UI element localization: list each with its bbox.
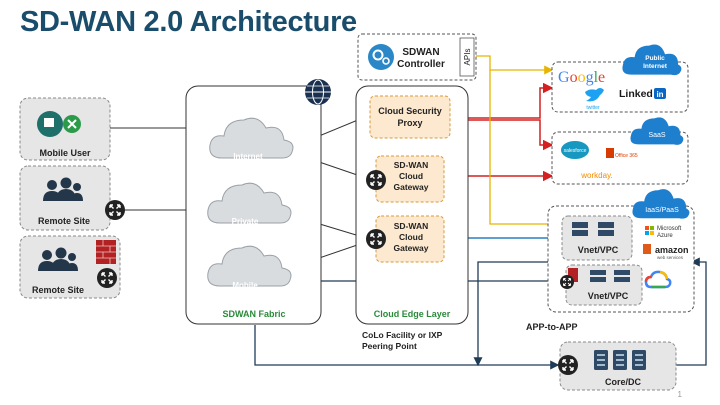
server-icon: [572, 222, 614, 236]
svg-text:Azure: Azure: [657, 233, 673, 239]
link-apis-iaas: [489, 70, 562, 229]
google-cloud-logo: [644, 270, 672, 289]
linkedin-logo: Linked in: [619, 88, 666, 100]
svg-text:amazon: amazon: [655, 245, 689, 255]
controller-label-line2: Controller: [397, 59, 445, 70]
colo-label-line2: Peering Point: [362, 341, 417, 351]
link-app-to-app-left: [473, 257, 562, 367]
svg-text:web services: web services: [657, 255, 684, 260]
firewall-icon: [96, 240, 116, 264]
vnet-2-router-icon: [559, 274, 575, 290]
svg-text:salesforce: salesforce: [564, 148, 587, 154]
twitter-logo: twitter: [585, 88, 604, 111]
core-router-icon: [557, 354, 579, 376]
mobile-user-icon: [37, 111, 81, 137]
internet-label: Internet: [233, 152, 263, 161]
proxy-label-line2: Proxy: [397, 118, 422, 128]
vnet-vpc-2[interactable]: Vnet/VPC: [565, 264, 643, 306]
controller-label-line1: SDWAN: [402, 47, 439, 58]
server-icon: [590, 270, 630, 282]
link-proxy-saas: [450, 119, 554, 151]
svg-text:twitter: twitter: [586, 105, 600, 111]
svg-text:Linked: Linked: [619, 88, 653, 100]
google-logo: Google: [558, 69, 605, 86]
iaas-badge: [632, 189, 690, 219]
cloud-security-proxy[interactable]: Cloud Security Proxy: [369, 95, 451, 139]
app-to-app-label: APP-to-APP: [526, 322, 578, 332]
svg-text:Office 365: Office 365: [615, 153, 638, 159]
page-number: 1: [677, 390, 682, 399]
link-app-to-app-right: [676, 257, 707, 366]
iaas-box[interactable]: Vnet/VPC Vnet/VPC Microsoft Azure amazon…: [547, 205, 695, 313]
cloud-edge-label: Cloud Edge Layer: [374, 309, 451, 319]
gw1-label-line1: SD-WAN: [394, 160, 428, 170]
private-label: Private: [232, 217, 259, 226]
salesforce-logo: salesforce: [561, 141, 589, 159]
gw1-label-line3: Gateway: [394, 182, 429, 192]
mobile-user-box[interactable]: Mobile User: [19, 97, 111, 161]
link-proxy-public-internet: [450, 82, 554, 119]
cloud-edge-panel: Cloud Security Proxy SD-WAN Cloud Gatewa…: [355, 85, 469, 325]
iaas-label: IaaS/PaaS: [645, 207, 679, 214]
remote-site-2-label: Remote Site: [32, 285, 84, 295]
svg-text:Microsoft: Microsoft: [657, 226, 682, 232]
server-icon: [612, 349, 628, 371]
azure-logo: Microsoft Azure: [645, 226, 682, 239]
apis-label: APIs: [463, 49, 472, 66]
vnet-2-label: Vnet/VPC: [588, 291, 629, 301]
remote-site-1-label: Remote Site: [38, 216, 90, 226]
sdwan-controller[interactable]: SDWAN Controller APIs: [357, 33, 477, 81]
remote-site-2-box[interactable]: Remote Site: [19, 235, 121, 299]
vnet-1-label: Vnet/VPC: [578, 245, 619, 255]
link-apis-public: [476, 55, 554, 75]
aws-logo: amazon web services: [643, 244, 689, 260]
saas-label: SaaS: [648, 132, 665, 139]
mobile-label: Mobile: [232, 281, 258, 290]
svg-text:Google: Google: [558, 69, 605, 86]
controller-gear-icon: [368, 44, 394, 70]
server-icon: [593, 349, 609, 371]
page-title: SD-WAN 2.0 Architecture: [20, 6, 357, 38]
firewall-icon: [568, 268, 578, 282]
workday-logo: workday.: [580, 171, 612, 180]
public-label-line1: Public: [645, 55, 665, 62]
proxy-label-line1: Cloud Security: [378, 106, 442, 116]
gateway-2-router-icon: [365, 228, 387, 250]
colo-label-line1: CoLo Facility or IXP: [362, 330, 443, 340]
public-label-line2: Internet: [643, 63, 668, 70]
sdwan-cloud-gateway-1[interactable]: SD-WAN Cloud Gateway: [375, 155, 445, 203]
sdwan-fabric-panel: Internet Private Mobile SDWAN Fabric: [185, 79, 331, 325]
vnet-vpc-1[interactable]: Vnet/VPC: [561, 215, 633, 261]
gw1-label-line2: Cloud: [399, 171, 423, 181]
core-dc-label: Core/DC: [605, 377, 642, 387]
remote-site-1-box[interactable]: Remote Site: [19, 165, 111, 231]
globe-icon: [305, 79, 331, 105]
gw2-label-line1: SD-WAN: [394, 221, 428, 231]
gateway-1-router-icon: [365, 169, 387, 191]
sdwan-cloud-gateway-2[interactable]: SD-WAN Cloud Gateway: [375, 215, 445, 263]
gw2-label-line3: Gateway: [394, 243, 429, 253]
sdwan-fabric-label: SDWAN Fabric: [222, 309, 285, 319]
gw2-label-line2: Cloud: [399, 232, 423, 242]
link-fabric-core: [254, 325, 560, 370]
mobile-user-label: Mobile User: [39, 148, 91, 158]
remote-site-2-router-icon: [96, 267, 118, 289]
saas-box[interactable]: salesforce Office 365 workday.: [551, 131, 689, 185]
office365-logo: Office 365: [606, 148, 638, 159]
server-icon: [631, 349, 647, 371]
remote-site-1-router-icon: [104, 199, 126, 221]
svg-text:in: in: [656, 90, 663, 99]
